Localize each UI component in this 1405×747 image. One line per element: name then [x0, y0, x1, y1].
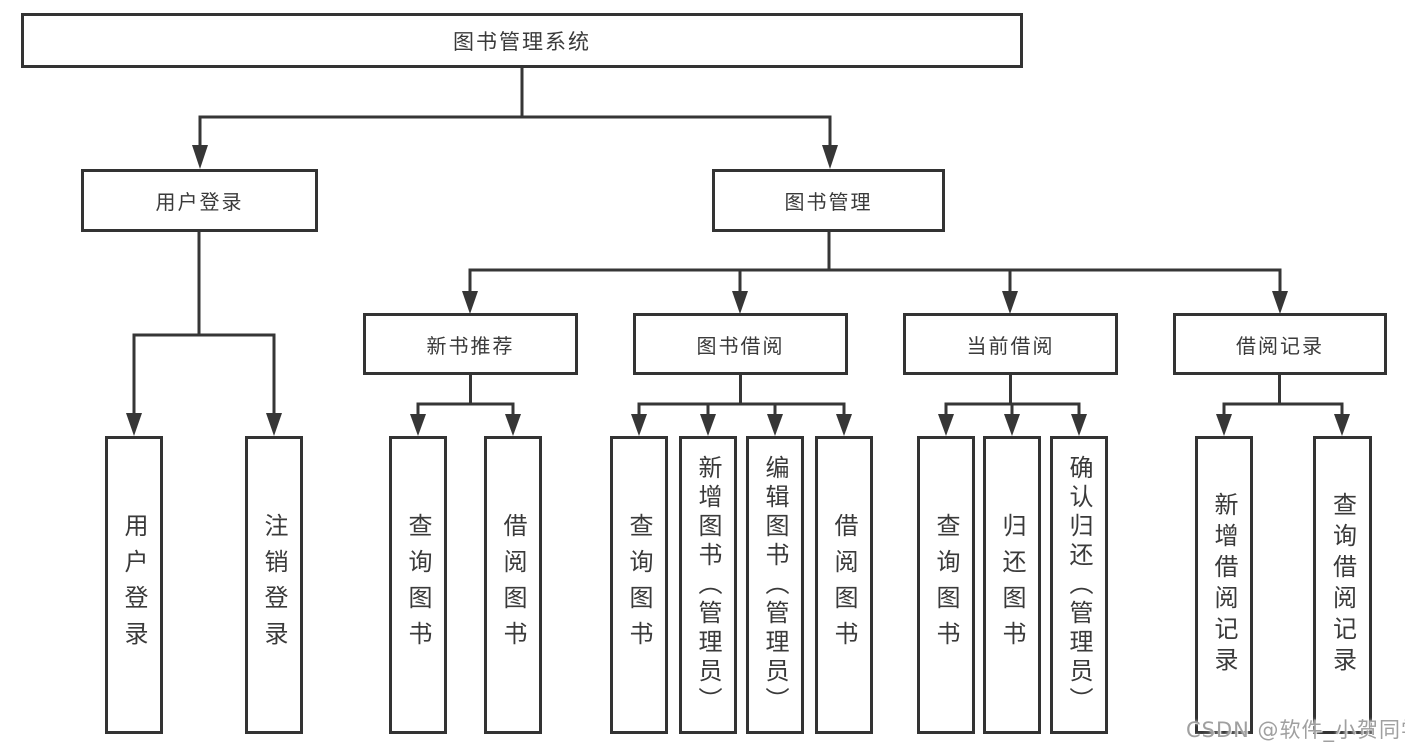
leaf-edit-book-admin-label: 编辑图书（管理员）	[761, 454, 789, 716]
leaf-confirm-return-admin-label: 确认归还（管理员）	[1065, 454, 1093, 716]
leaf-logout-label: 注销登录	[260, 513, 288, 657]
node-book-borrow-label: 图书借阅	[696, 333, 785, 358]
leaf-add-book-admin-label: 新增图书（管理员）	[694, 454, 722, 716]
node-root: 图书管理系统	[21, 13, 1023, 68]
node-current-borrow: 当前借阅	[903, 313, 1118, 375]
leaf-query-books-current: 查询图书	[917, 436, 975, 734]
leaf-user-login: 用户登录	[105, 436, 163, 734]
leaf-query-books-current-label: 查询图书	[932, 513, 960, 657]
leaf-add-borrow-record-label: 新增借阅记录	[1210, 492, 1238, 678]
watermark: CSDN @软件_小贺同学	[1186, 718, 1405, 742]
node-root-label: 图书管理系统	[453, 29, 591, 54]
leaf-logout: 注销登录	[245, 436, 303, 734]
leaf-query-books-recommend-label: 查询图书	[404, 513, 432, 657]
leaf-query-books-borrow: 查询图书	[610, 436, 668, 734]
node-user-login: 用户登录	[81, 169, 318, 232]
node-book-management: 图书管理	[712, 169, 945, 232]
leaf-add-book-admin: 新增图书（管理员）	[679, 436, 737, 734]
leaf-edit-book-admin: 编辑图书（管理员）	[746, 436, 804, 734]
leaf-user-login-label: 用户登录	[120, 513, 148, 657]
leaf-borrow-books-recommend-label: 借阅图书	[499, 513, 527, 657]
node-borrow-records-label: 借阅记录	[1236, 333, 1324, 358]
leaf-borrow-books-borrow-label: 借阅图书	[830, 513, 858, 657]
node-book-management-label: 图书管理	[784, 190, 873, 214]
node-borrow-records: 借阅记录	[1173, 313, 1387, 375]
node-new-book-recommend: 新书推荐	[363, 313, 578, 375]
leaf-query-books-recommend: 查询图书	[389, 436, 447, 734]
leaf-borrow-books-borrow: 借阅图书	[815, 436, 873, 734]
leaf-query-borrow-record: 查询借阅记录	[1313, 436, 1372, 734]
node-new-book-recommend-label: 新书推荐	[426, 333, 515, 358]
leaf-query-borrow-record-label: 查询借阅记录	[1328, 492, 1357, 678]
leaf-return-books-label: 归还图书	[998, 513, 1026, 657]
node-user-login-label: 用户登录	[155, 190, 244, 214]
node-book-borrow: 图书借阅	[633, 313, 848, 375]
leaf-confirm-return-admin: 确认归还（管理员）	[1050, 436, 1108, 734]
node-current-borrow-label: 当前借阅	[966, 333, 1055, 358]
leaf-borrow-books-recommend: 借阅图书	[484, 436, 542, 734]
leaf-add-borrow-record: 新增借阅记录	[1195, 436, 1253, 734]
leaf-query-books-borrow-label: 查询图书	[625, 513, 653, 657]
leaf-return-books: 归还图书	[983, 436, 1041, 734]
